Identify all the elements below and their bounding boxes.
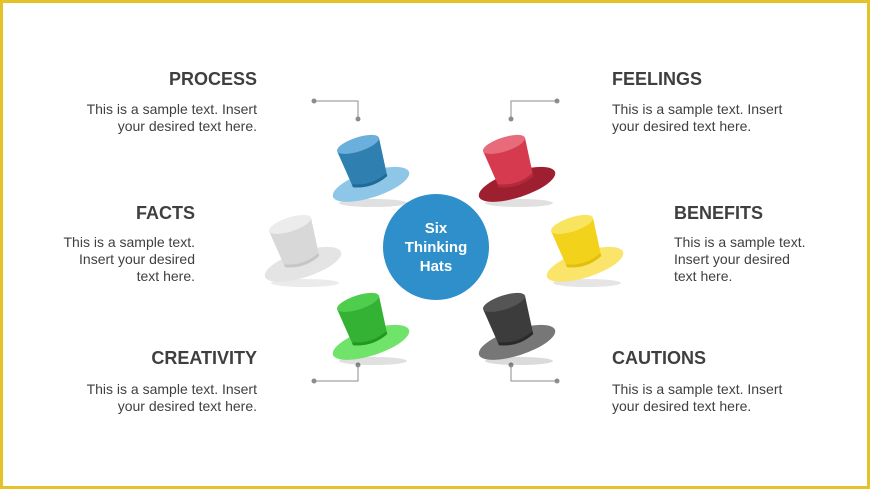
cautions-text-line: This is a sample text. Insert (612, 381, 783, 397)
red-hat-icon (478, 134, 556, 207)
connector-creativity (314, 365, 359, 382)
facts-text-line: text here. (136, 268, 195, 284)
center-line-2: Thinking (404, 238, 468, 256)
blue-hat-icon (332, 134, 410, 207)
process-text-line: This is a sample text. Insert (86, 101, 257, 117)
black-hat-icon (478, 292, 556, 365)
benefits-title: BENEFITS (674, 203, 764, 223)
process-text: This is a sample text. Insert your desir… (87, 101, 257, 135)
process-title: PROCESS (168, 69, 257, 89)
benefits-text: This is a sample text. Insert your desir… (674, 234, 806, 285)
facts-title: FACTS (135, 203, 195, 223)
creativity-text: This is a sample text. Insert your desir… (87, 381, 257, 415)
facts-text-line: Insert your desired (79, 251, 195, 267)
connector-dot (508, 362, 514, 368)
feelings-text-line: This is a sample text. Insert (612, 101, 783, 117)
yellow-hat-icon (546, 214, 624, 287)
benefits-text-line: This is a sample text. (674, 234, 806, 250)
connector-dot (508, 116, 514, 122)
facts-text-line: This is a sample text. (63, 234, 196, 250)
connector-lines (311, 98, 560, 384)
feelings-text: This is a sample text. Insert your desir… (612, 101, 782, 135)
connector-dot (311, 98, 317, 104)
facts-text: This is a sample text. Insert your desir… (64, 234, 196, 285)
benefits-text-line: Insert your desired (674, 251, 790, 267)
creativity-text-line: your desired text here. (117, 398, 257, 414)
feelings-title: FEELINGS (612, 69, 703, 89)
center-circle: Six Thinking Hats (383, 194, 489, 300)
connector-feelings (510, 100, 557, 119)
connector-cautions (510, 365, 557, 382)
connector-dot (355, 362, 361, 368)
cautions-title: CAUTIONS (612, 348, 706, 368)
benefits-text-line: text here. (674, 268, 733, 284)
creativity-text-line: This is a sample text. Insert (86, 381, 257, 397)
connector-dot (311, 378, 317, 384)
white-hat-icon (264, 214, 342, 287)
process-text-line: your desired text here. (117, 118, 257, 134)
connector-dot (554, 98, 560, 104)
connector-dot (355, 116, 361, 122)
creativity-title: CREATIVITY (151, 348, 257, 368)
cautions-text-line: your desired text here. (612, 398, 752, 414)
connector-dot (554, 378, 560, 384)
green-hat-icon (332, 292, 410, 365)
feelings-text-line: your desired text here. (612, 118, 752, 134)
center-line-1: Six (424, 219, 448, 237)
connector-process (314, 100, 359, 119)
cautions-text: This is a sample text. Insert your desir… (612, 381, 782, 415)
center-line-3: Hats (419, 257, 453, 275)
center-label: Six Thinking Hats (405, 219, 468, 276)
